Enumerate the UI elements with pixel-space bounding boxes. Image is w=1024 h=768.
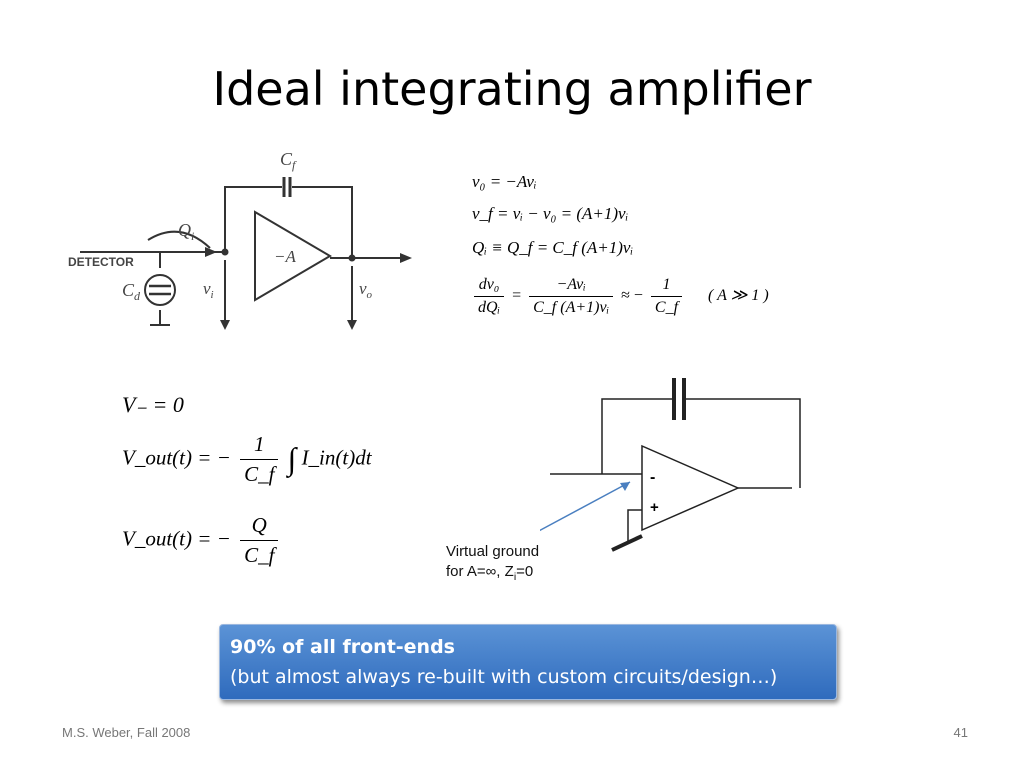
gain-label: −A [274, 247, 296, 266]
vi-label: vi [203, 279, 214, 301]
pointer-arrow [540, 481, 631, 532]
qi-label: Qi [178, 220, 194, 243]
integral-sign: ∫ [287, 441, 297, 477]
footer-author: M.S. Weber, Fall 2008 [62, 725, 191, 740]
equation-feedback-voltage: v_f = vᵢ − v₀ = (A+1)vᵢ [472, 204, 629, 223]
callout-headline: 90% of all front-ends [230, 636, 455, 658]
vo-label: vo [359, 279, 373, 301]
opamp-triangle-right [641, 444, 740, 532]
noninverting-input-sign: + [650, 499, 659, 516]
equation-charge: Qᵢ ≡ Q_f = C_f (A+1)vᵢ [472, 238, 634, 257]
slide-title: Ideal integrating amplifier [212, 62, 812, 116]
page-number: 41 [953, 725, 968, 740]
equation-virtual-ground: V₋ = 0 [122, 392, 184, 417]
cd-label: Cd [122, 280, 141, 303]
opamp-integrator-diagram: - + [540, 378, 801, 552]
summary-callout: 90% of all front-ends (but almost always… [219, 624, 837, 700]
integrator-circuit-diagram: Cf Qi DETECTOR −A Cd vi vo [68, 149, 412, 330]
equation-gain: v₀ = −Avᵢ [472, 172, 537, 191]
opamp-triangle [254, 210, 332, 302]
callout-subline: (but almost always re-built with custom … [230, 666, 778, 688]
detector-label: DETECTOR [68, 255, 134, 269]
cf-label: Cf [280, 149, 297, 172]
inverting-input-sign: - [650, 469, 655, 486]
virtual-ground-note: Virtual ground for A=∞, Zi=0 [446, 543, 540, 583]
